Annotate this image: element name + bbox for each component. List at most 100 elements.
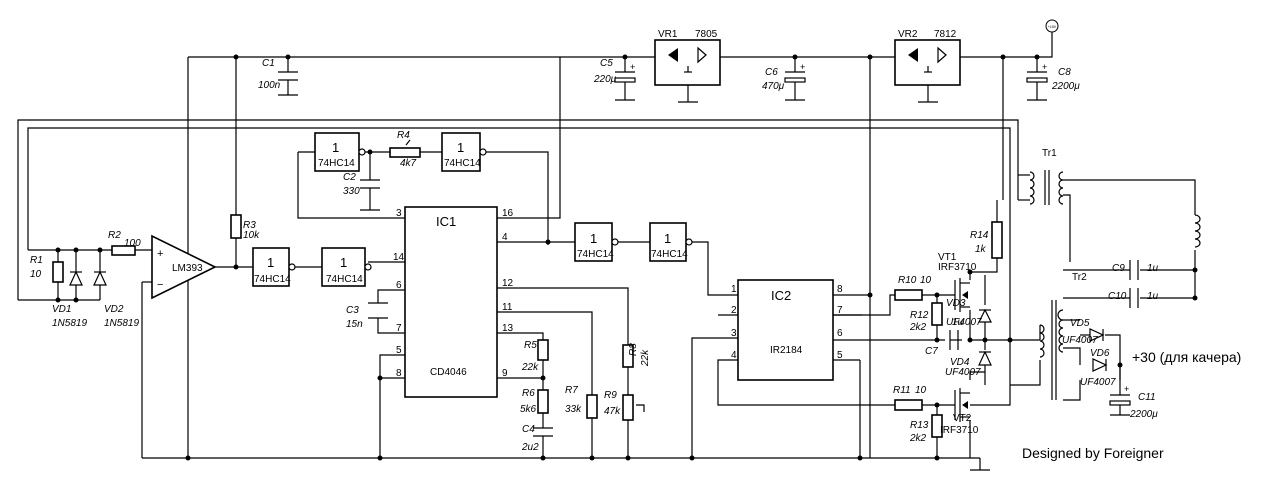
- svg-text:R10: R10: [898, 275, 917, 286]
- svg-text:74HC14: 74HC14: [444, 158, 481, 169]
- svg-text:R5: R5: [524, 340, 537, 351]
- svg-text:13: 13: [502, 323, 514, 334]
- svg-text:1N5819: 1N5819: [52, 318, 87, 329]
- capacitor-c5: [614, 71, 636, 83]
- svg-text:IRF3710: IRF3710: [940, 425, 979, 436]
- svg-text:22k: 22k: [640, 349, 651, 367]
- svg-text:+: +: [1042, 62, 1047, 72]
- output-note: +30 (для качера): [1132, 349, 1241, 365]
- svg-text:C9: C9: [1112, 263, 1125, 274]
- svg-text:C6: C6: [765, 67, 778, 78]
- diode-vd6: [1092, 358, 1108, 372]
- resistor-r6: [537, 389, 549, 414]
- power-terminal: +15V: [1045, 19, 1059, 33]
- wires: [17, 32, 1196, 470]
- svg-text:VT2: VT2: [953, 413, 972, 424]
- svg-text:3: 3: [396, 208, 402, 219]
- svg-text:1: 1: [267, 255, 274, 270]
- ic2-part: IR2184: [770, 345, 803, 356]
- designer-credit: Designed by Foreigner: [1022, 445, 1164, 461]
- capacitor-c8: [1026, 71, 1048, 83]
- svg-text:R13: R13: [910, 420, 929, 431]
- svg-text:100: 100: [124, 238, 141, 249]
- inverter-u3: 1 74HC14: [252, 247, 296, 287]
- inverter-u4: 1 74HC14: [321, 247, 372, 287]
- svg-text:VD6: VD6: [1090, 348, 1110, 359]
- svg-text:1N5819: 1N5819: [104, 318, 139, 329]
- svg-text:VD5: VD5: [1070, 318, 1090, 329]
- capacitor-c1: [278, 71, 298, 81]
- resistor-r14: [991, 221, 1003, 259]
- capacitor-c7: [949, 330, 959, 350]
- svg-text:1: 1: [340, 255, 347, 270]
- svg-text:1k: 1k: [975, 244, 987, 255]
- diode-vd4: [978, 350, 992, 366]
- resistor-r2: [111, 245, 136, 256]
- power-symbol-label: +15V: [1048, 25, 1057, 29]
- inverter-u5: 1 74HC14: [574, 222, 619, 262]
- diode-vd3: [978, 308, 992, 323]
- svg-text:Tr2: Tr2: [1072, 272, 1087, 283]
- svg-text:1: 1: [590, 231, 597, 246]
- diodes: [69, 270, 1108, 372]
- svg-text:1u: 1u: [1147, 291, 1159, 302]
- svg-text:+: +: [630, 62, 635, 72]
- svg-text:UF4007: UF4007: [945, 367, 981, 378]
- component-labels: C1 100n C2 330 C3 15n C4 2u2 C5 220μ C6 …: [30, 29, 1159, 453]
- comparator-label: LM393: [172, 263, 203, 274]
- svg-text:220μ: 220μ: [593, 74, 617, 85]
- svg-text:7: 7: [837, 305, 843, 316]
- svg-text:C4: C4: [522, 424, 535, 435]
- svg-text:5: 5: [837, 350, 843, 361]
- svg-text:2k2: 2k2: [909, 433, 927, 444]
- svg-text:470μ: 470μ: [762, 81, 785, 92]
- ic2-label: IC2: [771, 288, 791, 303]
- svg-text:6: 6: [837, 328, 843, 339]
- inverter-u1: 1 74HC14: [314, 132, 366, 172]
- comparator-lm393: + − LM393: [151, 234, 217, 300]
- capacitor-c10: [1129, 288, 1139, 308]
- svg-text:VR2: VR2: [898, 29, 918, 40]
- resistor-r5: [537, 339, 549, 361]
- svg-text:74HC14: 74HC14: [577, 249, 614, 260]
- resistor-r13: [931, 414, 943, 438]
- resistor-r11: [894, 399, 923, 411]
- svg-text:R8: R8: [628, 343, 639, 356]
- resistor-r8: [622, 344, 634, 368]
- svg-text:5: 5: [396, 345, 402, 356]
- svg-text:1: 1: [332, 140, 339, 155]
- resistors: [52, 139, 1003, 438]
- svg-text:3: 3: [731, 328, 737, 339]
- svg-text:8: 8: [837, 284, 843, 295]
- svg-text:IRF3710: IRF3710: [938, 262, 977, 273]
- svg-text:R2: R2: [108, 230, 121, 241]
- inverter-u6: 1 74HC14: [649, 222, 693, 262]
- mosfet-vt1: [954, 278, 970, 312]
- diode-vd2: [93, 270, 107, 286]
- svg-text:14: 14: [393, 252, 405, 263]
- svg-text:UF4007: UF4007: [1062, 335, 1098, 346]
- inverters: 1 74HC14 1 74HC14 1 74HC14 1 74HC14 1 74…: [252, 132, 693, 287]
- svg-text:C3: C3: [346, 305, 359, 316]
- ic2-ir2184: IC2 IR2184 1 2 3 4 8 7 6 5: [731, 279, 843, 381]
- diode-vd5: [1089, 328, 1105, 342]
- capacitor-c9: [1129, 260, 1139, 280]
- svg-text:VD3: VD3: [946, 298, 966, 309]
- svg-text:11: 11: [502, 302, 513, 313]
- junction-dots: [55, 54, 1198, 461]
- resistor-r4: [389, 147, 421, 158]
- svg-text:16: 16: [502, 208, 514, 219]
- regulator-vr1: [654, 39, 721, 86]
- svg-text:VR1: VR1: [658, 29, 678, 40]
- svg-text:7: 7: [396, 323, 402, 334]
- svg-text:VD4: VD4: [950, 357, 970, 368]
- transformers: [1029, 170, 1201, 400]
- svg-text:33k: 33k: [565, 404, 582, 415]
- resistor-r10: [894, 289, 923, 301]
- svg-text:VD1: VD1: [52, 304, 71, 315]
- diode-vd1: [69, 270, 83, 286]
- svg-text:5k6: 5k6: [520, 404, 537, 415]
- resistor-r1: [52, 261, 64, 283]
- mosfet-vt2: [954, 388, 970, 422]
